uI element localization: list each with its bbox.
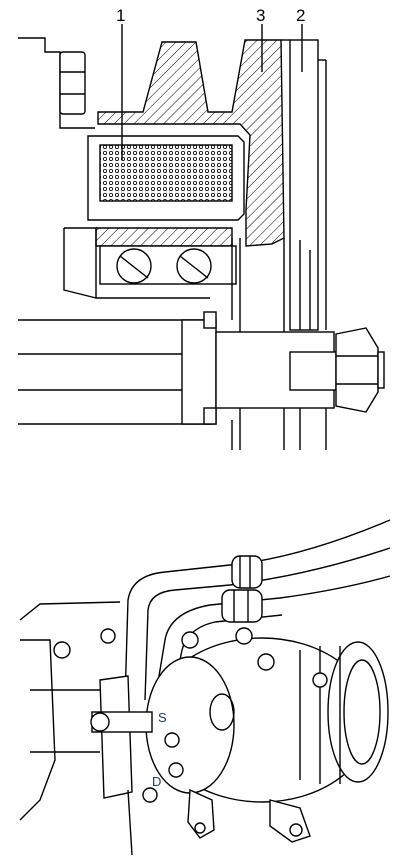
tool-bolt-head <box>90 712 110 732</box>
pulley-body <box>97 39 285 247</box>
head-bolt-1 <box>164 732 180 748</box>
bearing-race-top <box>95 227 233 247</box>
compressor-illustration: S D <box>19 519 391 856</box>
bearing-ball-right <box>176 248 212 284</box>
head-bolt-3 <box>142 787 158 803</box>
mount-foot-left <box>187 788 215 839</box>
mount-foot-right <box>269 799 311 843</box>
snap-ring-top <box>203 311 217 329</box>
clutch-cross-section: 1 3 2 <box>18 6 385 450</box>
bearing-ball-left <box>116 248 152 284</box>
snap-ring-bottom <box>203 407 217 425</box>
nut-washer <box>377 351 385 389</box>
head-bolt-2 <box>168 762 184 778</box>
hose-fitting-2 <box>221 589 263 623</box>
callout-3: 3 <box>256 6 265 25</box>
armature-plate <box>289 39 319 331</box>
hex-nut-top <box>59 51 86 115</box>
body-port <box>209 693 235 731</box>
callout-2: 2 <box>296 6 305 25</box>
housing-outline <box>18 37 95 129</box>
discharge-hose-outer <box>154 575 391 701</box>
callout-1: 1 <box>116 6 125 25</box>
hose-fitting-1 <box>231 555 263 589</box>
center-nut <box>335 327 379 413</box>
engine-bracket <box>19 601 121 821</box>
compressor-head <box>145 656 235 794</box>
port-mark-s: S <box>158 710 167 725</box>
body-bolt-right <box>312 672 328 688</box>
housing-lower <box>64 227 210 299</box>
field-coil <box>99 144 233 202</box>
bracket-bolt-1 <box>53 641 71 659</box>
manifold-block <box>99 675 133 799</box>
body-bolt-top-2 <box>235 627 253 645</box>
port-mark-d: D <box>152 774 161 789</box>
shaft-collar <box>181 319 217 425</box>
shaft-end <box>289 351 337 391</box>
bracket-bolt-2 <box>100 628 116 644</box>
body-bolt-top-1 <box>181 631 199 649</box>
body-bolt-top-3 <box>257 653 275 671</box>
clutch-pulley <box>327 641 389 783</box>
